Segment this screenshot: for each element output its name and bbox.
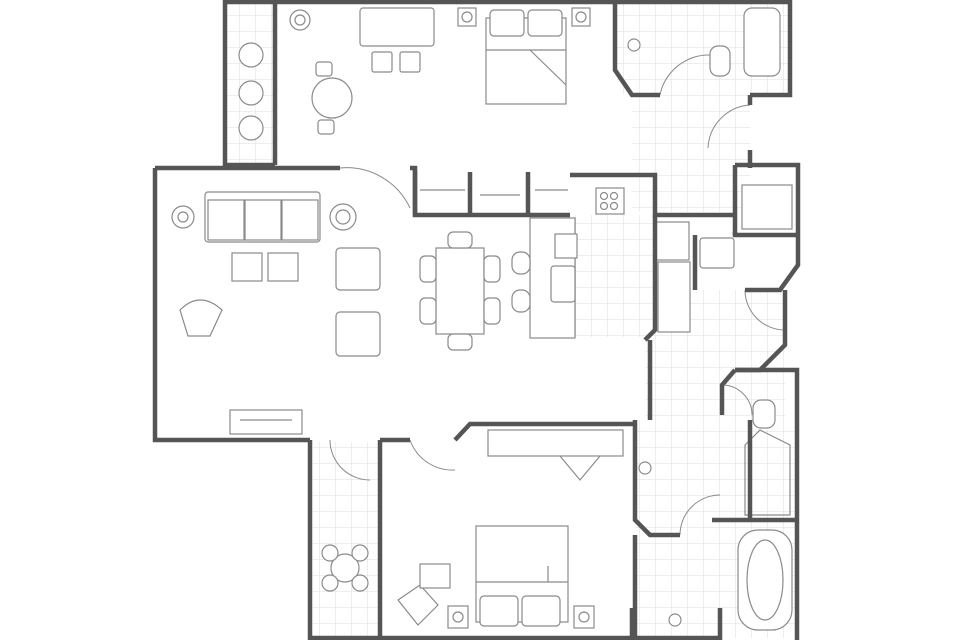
sofa <box>359 7 435 47</box>
toilet <box>709 45 731 77</box>
wall-segment <box>152 168 310 443</box>
pillow <box>521 595 561 627</box>
doors <box>329 54 786 536</box>
wall-segment <box>453 421 635 442</box>
wall-segment <box>745 235 801 293</box>
chair <box>419 255 437 283</box>
lamp-icon <box>335 209 351 225</box>
bar-stool <box>511 251 531 275</box>
lamp-icon <box>575 11 587 23</box>
hall-door <box>707 104 751 149</box>
wall-segment <box>612 2 660 98</box>
cushion <box>207 199 245 241</box>
chair <box>483 297 501 325</box>
chair <box>483 255 501 283</box>
wall-segment <box>735 162 801 235</box>
wall-segment <box>643 215 658 342</box>
chair <box>238 115 264 141</box>
bedroom-door <box>409 439 456 471</box>
kitchen-tile-floor <box>575 215 655 337</box>
sink <box>550 265 576 303</box>
cooktop <box>595 187 625 215</box>
chair <box>351 574 369 592</box>
wall-segment <box>719 368 737 415</box>
armchair <box>335 247 381 291</box>
lamp-icon <box>177 211 189 223</box>
dining-table <box>435 247 485 335</box>
dresser <box>487 429 624 457</box>
burner <box>609 191 619 201</box>
tub-basin <box>746 539 784 621</box>
ottoman <box>231 252 263 282</box>
tv-console <box>229 409 303 435</box>
armchair-angled <box>397 584 439 626</box>
counter <box>657 261 691 333</box>
washer <box>699 237 735 269</box>
wall-segment <box>632 420 680 538</box>
chair <box>351 544 369 562</box>
wall-segment <box>410 165 570 218</box>
bathtub <box>743 7 781 77</box>
burner <box>599 191 609 201</box>
sink-icon <box>627 38 641 52</box>
lamp-icon <box>452 611 464 623</box>
closet-door <box>721 384 753 416</box>
bath-lower-door <box>679 494 721 536</box>
burner <box>599 201 609 211</box>
wall-segment <box>570 172 735 218</box>
water-heater <box>741 184 793 230</box>
lamp-icon <box>578 611 590 623</box>
ottoman <box>419 563 451 589</box>
shower <box>744 429 791 516</box>
table <box>238 80 264 106</box>
burner <box>609 201 619 211</box>
ottoman <box>371 51 393 73</box>
pillow <box>489 9 525 37</box>
toilet <box>752 399 776 429</box>
chair <box>419 297 437 325</box>
bath-top-door <box>659 54 711 96</box>
chair <box>317 119 335 135</box>
bed-sheet <box>476 566 568 583</box>
refrigerator <box>654 221 690 261</box>
closet-rod <box>420 189 568 196</box>
wall-segment <box>615 0 793 98</box>
bed-sheet <box>486 49 567 86</box>
wall-segment <box>222 0 275 168</box>
dishwasher <box>554 233 578 259</box>
bar-stool <box>511 289 531 313</box>
ottoman <box>399 51 421 73</box>
lamp-icon <box>294 14 306 26</box>
sink-icon <box>668 613 682 627</box>
hall-lower-door <box>744 289 786 331</box>
round-table <box>311 77 353 119</box>
chair <box>321 544 339 562</box>
armchair <box>335 311 381 357</box>
lamp-icon <box>461 11 473 23</box>
chair <box>315 61 333 77</box>
furniture-fixtures <box>171 7 793 631</box>
pillow <box>527 9 563 37</box>
tiled-floors <box>228 0 797 638</box>
cushion <box>244 199 282 241</box>
chair <box>447 333 473 351</box>
sink-icon <box>638 461 652 475</box>
balcony-bottom-floor <box>313 442 379 638</box>
balcony-door <box>329 439 371 481</box>
closet-doors <box>559 455 601 481</box>
pillow <box>479 595 519 627</box>
chair <box>447 231 473 249</box>
armchair-angled <box>179 299 223 337</box>
walls <box>152 0 801 640</box>
chair <box>238 42 264 68</box>
cushion <box>281 199 319 241</box>
living-entry-door <box>339 167 411 209</box>
chair <box>321 574 339 592</box>
round-table <box>330 553 360 583</box>
ottoman <box>267 252 299 282</box>
wall-segment <box>735 367 800 640</box>
